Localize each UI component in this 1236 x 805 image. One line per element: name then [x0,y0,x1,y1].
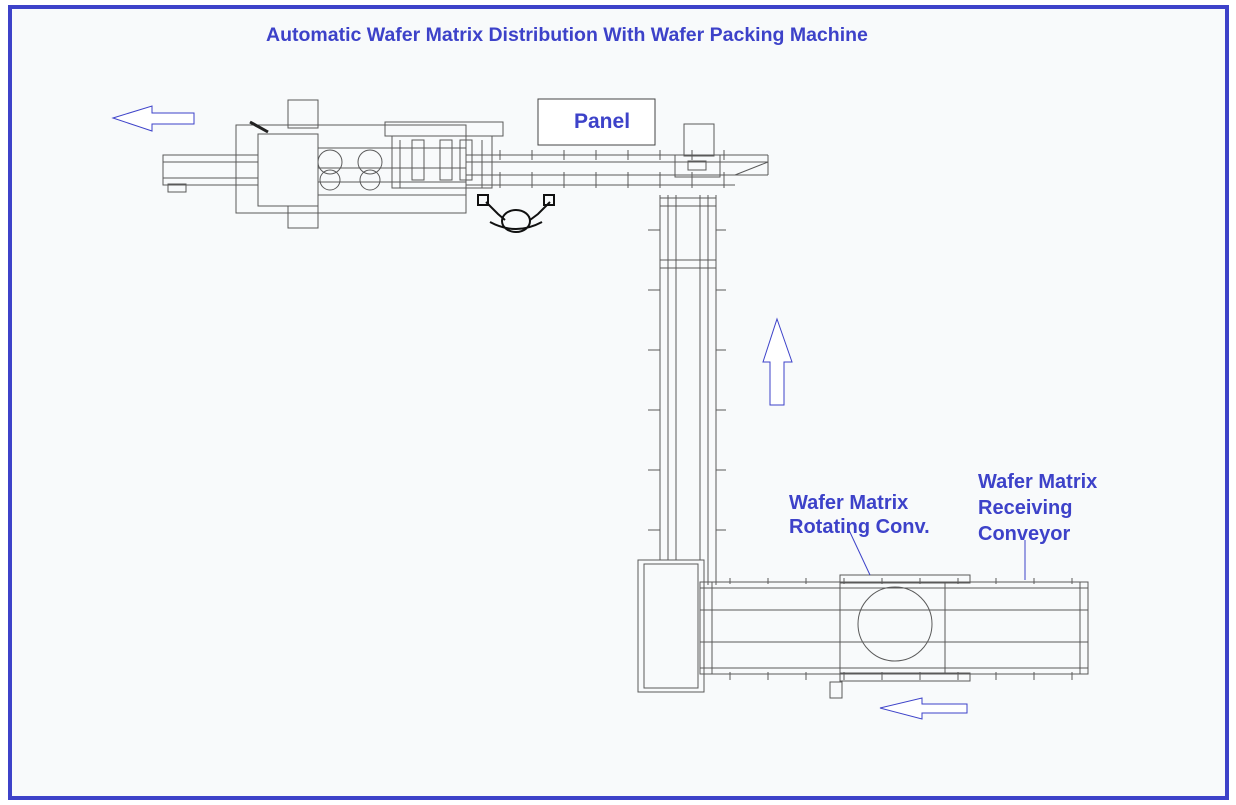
control-panel-box [537,98,656,146]
panel-label: Panel [574,110,631,133]
flow-arrow-left-icon [879,697,968,720]
diagram-title: Automatic Wafer Matrix Distribution With… [266,24,868,46]
operator-icon [477,194,555,233]
receiving-conveyor-label: Wafer Matrix Receiving Conveyor [978,471,1098,545]
corner-drive [674,123,721,178]
rotating-conveyor-label: Wafer Matrix Rotating Conv. [789,492,930,538]
bottom-conveyor [637,527,1089,699]
flow-arrow-left-icon [111,105,195,132]
vertical-conveyor [659,195,717,585]
packing-machine [162,99,504,229]
flow-arrow-up-icon [762,317,793,406]
top-conveyor [466,154,769,186]
